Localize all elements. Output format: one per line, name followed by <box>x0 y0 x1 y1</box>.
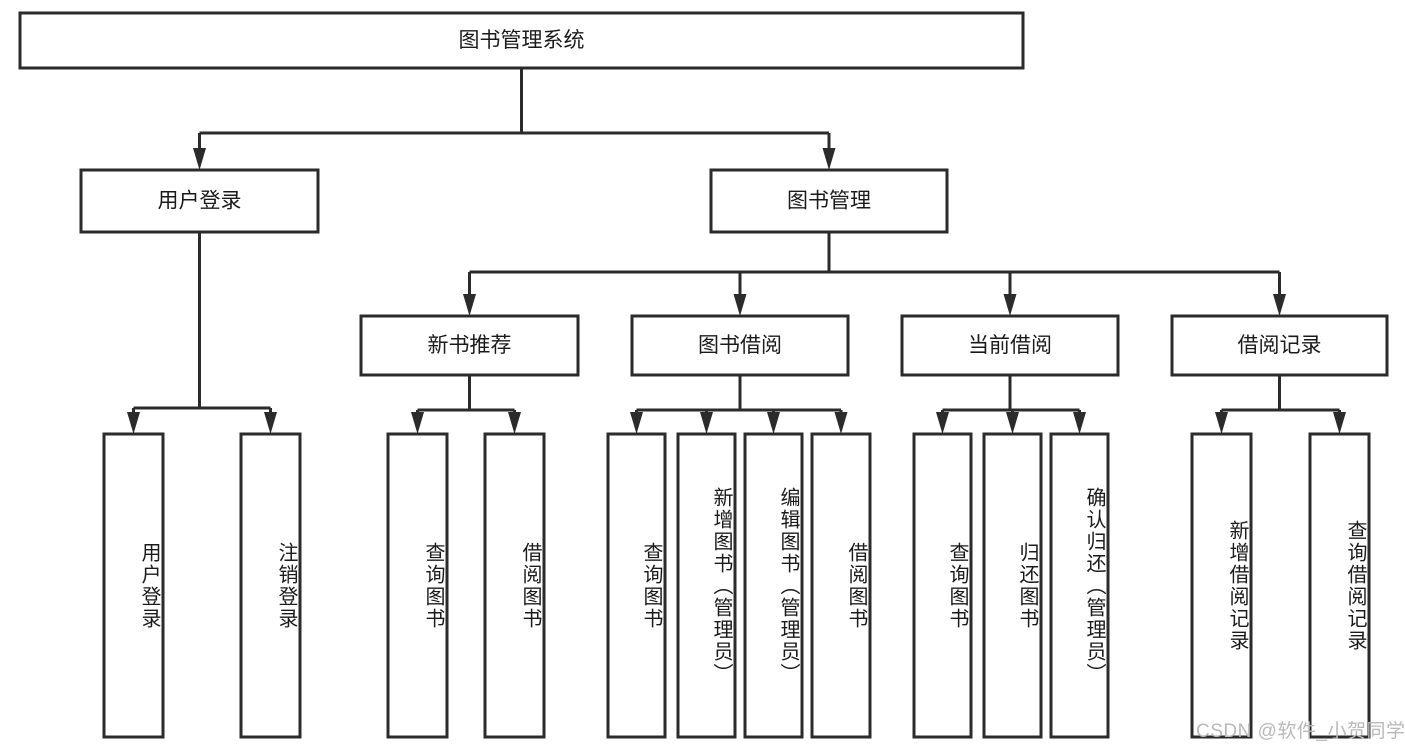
node-box-leaf-add-borrow-record[interactable] <box>1190 432 1253 739</box>
node-box-leaf-return-book[interactable] <box>982 432 1043 739</box>
node-label-root: 图书管理系统 <box>459 29 585 52</box>
arrow-head <box>936 412 949 434</box>
node-label-new-book-recommend: 新书推荐 <box>428 334 512 357</box>
node-label-book-borrow: 图书借阅 <box>698 334 782 357</box>
arrow-head <box>1333 412 1346 434</box>
node-label-current-borrow: 当前借阅 <box>968 334 1052 357</box>
node-label-user-login: 用户登录 <box>158 190 242 213</box>
node-box-book-borrow[interactable] <box>630 314 850 377</box>
arrow-head <box>411 412 424 434</box>
node-box-leaf-user-login[interactable] <box>102 432 165 739</box>
arrow-head <box>733 294 747 316</box>
node-box-leaf-query-book-1[interactable] <box>386 432 449 739</box>
node-box-leaf-borrow-book-1[interactable] <box>483 432 546 739</box>
arrow-head <box>822 148 836 170</box>
node-box-leaf-user-logout[interactable] <box>239 432 302 739</box>
arrow-head <box>700 412 713 434</box>
node-box-leaf-add-book-admin[interactable] <box>676 432 737 739</box>
box-layer <box>18 11 1389 739</box>
arrow-head <box>1073 412 1086 434</box>
node-box-leaf-edit-book-admin[interactable] <box>743 432 804 739</box>
arrow-head <box>463 294 476 316</box>
arrow-head <box>834 412 848 434</box>
arrow-head <box>630 412 643 434</box>
node-box-leaf-confirm-return-admin[interactable] <box>1049 432 1110 739</box>
node-box-user-login[interactable] <box>79 168 320 234</box>
node-box-leaf-query-book-2[interactable] <box>606 432 667 739</box>
node-box-leaf-query-book-3[interactable] <box>912 432 973 739</box>
arrow-head <box>193 148 206 170</box>
arrow-head <box>127 412 140 434</box>
node-box-leaf-query-borrow-record[interactable] <box>1308 432 1371 739</box>
node-box-leaf-borrow-book-2[interactable] <box>810 432 872 739</box>
node-label-book-manage: 图书管理 <box>787 190 871 213</box>
arrow-head <box>1215 412 1228 434</box>
arrow-head <box>1006 412 1019 434</box>
node-box-new-book-recommend[interactable] <box>359 314 580 377</box>
node-label-borrow-record: 借阅记录 <box>1238 334 1322 357</box>
node-box-borrow-record[interactable] <box>1170 314 1389 377</box>
node-box-current-borrow[interactable] <box>900 314 1120 377</box>
csdn-watermark: CSDN @软件_小贺同学 <box>1196 721 1405 742</box>
node-box-book-manage[interactable] <box>709 168 949 234</box>
arrow-head <box>508 412 521 434</box>
arrow-head <box>264 412 277 434</box>
arrow-head <box>767 412 780 434</box>
arrow-head <box>1003 294 1017 316</box>
arrow-head <box>1273 294 1286 316</box>
connector-layer <box>127 68 1346 434</box>
node-box-root[interactable] <box>18 11 1025 70</box>
